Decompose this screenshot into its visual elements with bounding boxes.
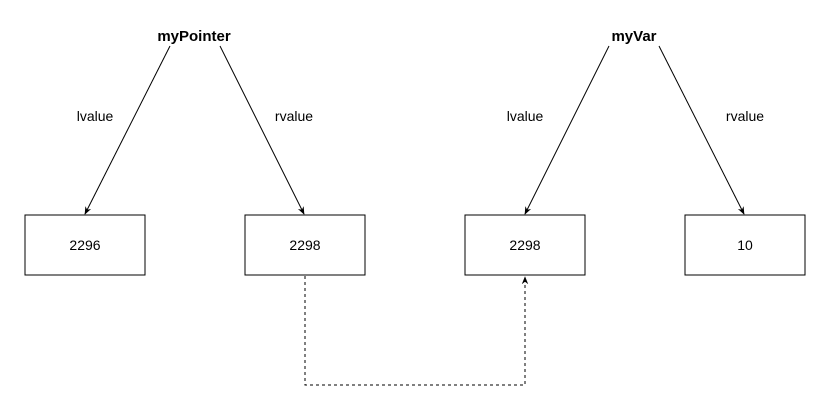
variable-lvalue-arrow xyxy=(524,45,610,215)
pointer-lvalue-box xyxy=(24,214,146,276)
pointer-rvalue-arrow xyxy=(219,45,305,215)
variable-rvalue-value: 10 xyxy=(737,237,753,253)
pointer-lvalue-label: lvalue xyxy=(77,108,114,124)
pointer-rvalue-label: rvalue xyxy=(275,108,313,124)
pointer-reference-connector xyxy=(304,276,529,386)
pointer-lvalue-value: 2296 xyxy=(69,237,100,253)
variable-rvalue-label: rvalue xyxy=(726,108,764,124)
variable-lvalue-value: 2298 xyxy=(509,237,540,253)
pointer-lvalue-arrow xyxy=(84,45,171,215)
variable-name: myVar xyxy=(611,28,656,45)
pointer-rvalue-box xyxy=(244,214,366,276)
variable-lvalue-label: lvalue xyxy=(507,108,544,124)
pointer-name: myPointer xyxy=(157,28,231,45)
variable-lvalue-box xyxy=(464,214,586,276)
variable-rvalue-box xyxy=(684,214,806,276)
pointer-rvalue-value: 2298 xyxy=(289,237,320,253)
variable-rvalue-arrow xyxy=(658,45,745,215)
